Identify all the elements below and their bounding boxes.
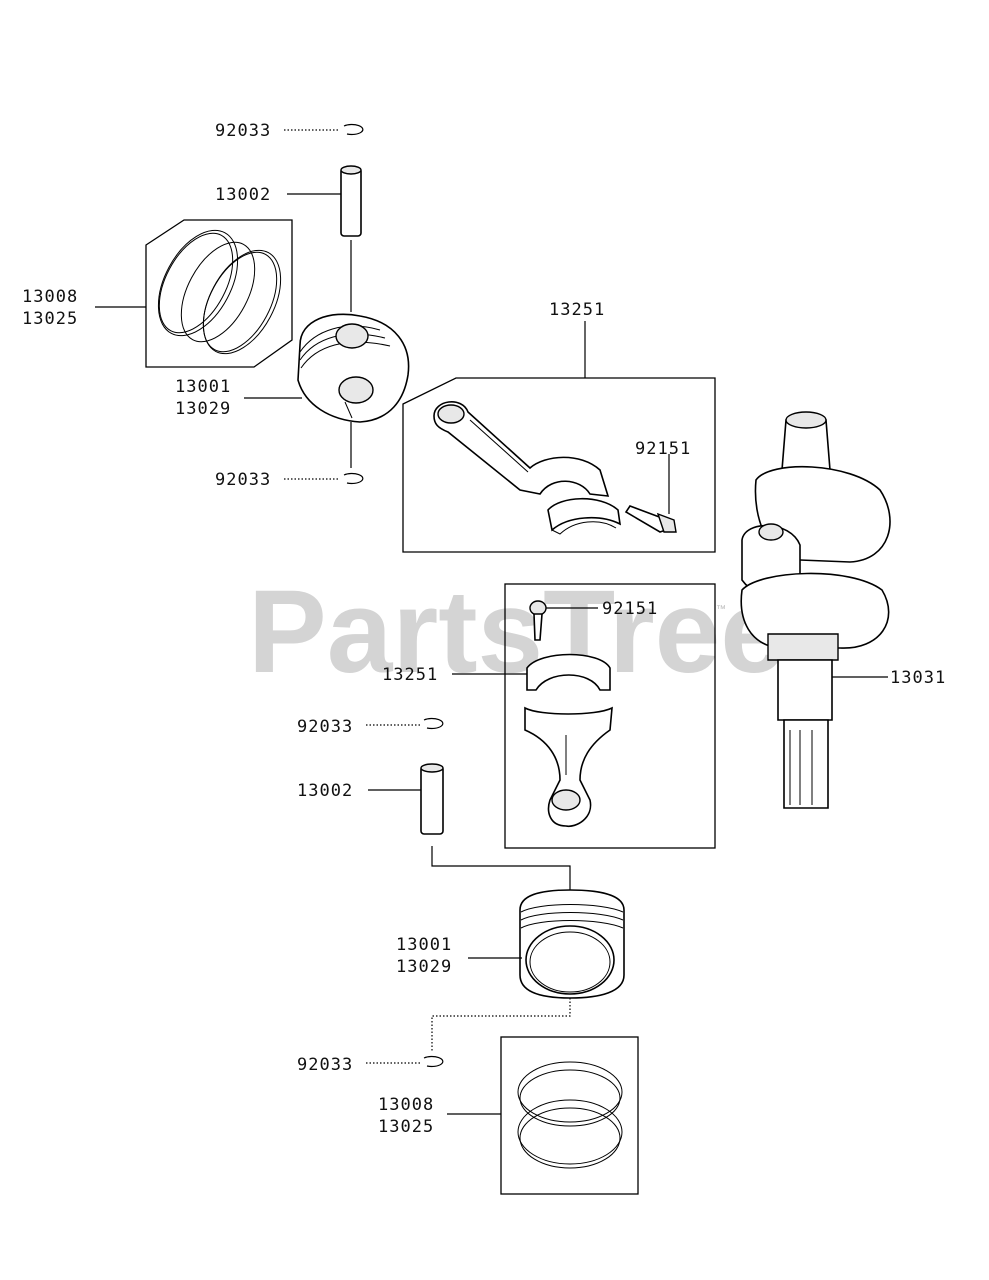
part-number-label[interactable]: 13002	[215, 185, 271, 205]
circlip-icon[interactable]	[343, 472, 364, 485]
part-number-label[interactable]: 92151	[635, 439, 691, 459]
part-number-label[interactable]: 92151	[602, 599, 658, 619]
part-number-label[interactable]: 13001	[175, 377, 231, 397]
part-number-label[interactable]: 13008	[378, 1095, 434, 1115]
connecting-rod-box	[504, 583, 716, 849]
part-number-label[interactable]: 13025	[378, 1117, 434, 1137]
part-number-label[interactable]: 13029	[175, 399, 231, 419]
connecting-rod-box	[402, 377, 716, 553]
piston-ring-set-icon[interactable]	[500, 1036, 639, 1195]
piston-icon[interactable]	[297, 313, 410, 423]
piston-pin-icon[interactable]	[340, 165, 362, 237]
part-number-label[interactable]: 13001	[396, 935, 452, 955]
part-number-label[interactable]: 13029	[396, 957, 452, 977]
part-number-label[interactable]: 13008	[22, 287, 78, 307]
watermark-trademark: ™	[716, 604, 726, 615]
part-number-label[interactable]: 92033	[215, 121, 271, 141]
part-number-label[interactable]: 13031	[890, 668, 946, 688]
bolt-icon[interactable]	[624, 505, 677, 533]
bolt-icon[interactable]	[529, 600, 547, 641]
part-number-label[interactable]: 13025	[22, 309, 78, 329]
connecting-rod-icon[interactable]	[433, 401, 622, 535]
part-number-label[interactable]: 13251	[382, 665, 438, 685]
piston-pin-icon[interactable]	[420, 763, 444, 835]
part-number-label[interactable]: 92033	[215, 470, 271, 490]
leader-line	[431, 846, 571, 892]
circlip-icon[interactable]	[343, 123, 364, 136]
piston-icon[interactable]	[519, 889, 625, 999]
part-number-label[interactable]: 92033	[297, 717, 353, 737]
part-number-label[interactable]: 13251	[549, 300, 605, 320]
part-number-label[interactable]: 92033	[297, 1055, 353, 1075]
circlip-icon[interactable]	[423, 1055, 444, 1068]
circlip-icon[interactable]	[423, 717, 444, 730]
part-number-label[interactable]: 13002	[297, 781, 353, 801]
piston-ring-set-icon[interactable]	[142, 217, 296, 368]
crankshaft-icon[interactable]	[740, 411, 891, 809]
watermark: PartsTree	[248, 566, 786, 698]
connecting-rod-icon[interactable]	[524, 653, 613, 827]
